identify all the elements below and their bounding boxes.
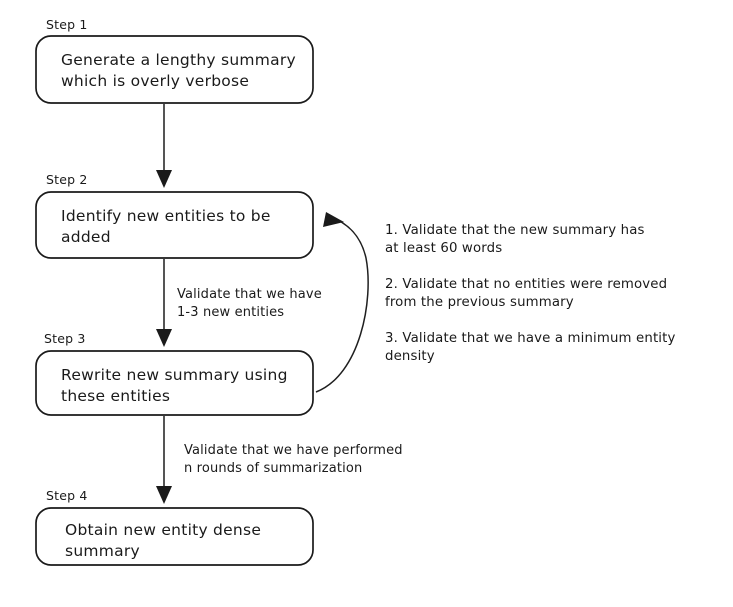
step-label-2: Step 2 [46, 172, 88, 187]
validation-item-1: 1. Validate that the new summary has at … [385, 223, 645, 257]
step-label-1: Step 1 [46, 17, 88, 32]
node-text-step-1: Generate a lengthy summary which is over… [61, 51, 296, 91]
arrow-head-feedback-to-step2 [323, 212, 344, 227]
step-label-3: Step 3 [44, 331, 86, 346]
step-label-4: Step 4 [46, 488, 88, 503]
arrow-head-step2-to-step3 [156, 329, 172, 347]
validation-item-2: 2. Validate that no entities were remove… [385, 277, 668, 311]
node-box-step-3[interactable] [35, 350, 314, 416]
validation-item-3: 3. Validate that we have a minimum entit… [385, 331, 676, 365]
arrow-head-step3-to-step4 [156, 486, 172, 504]
arrow-head-step1-to-step2 [156, 170, 172, 188]
node-box-step-4[interactable] [35, 507, 314, 566]
node-text-step-2: Identify new entities to be added [61, 207, 271, 247]
edge-label-step3-step4: Validate that we have performed n rounds… [184, 443, 403, 476]
edge-step3-to-step2-feedback [315, 216, 369, 393]
node-box-step-1[interactable] [35, 35, 314, 104]
node-text-step-4: Obtain new entity dense summary [65, 521, 262, 561]
edge-label-step2-step3: Validate that we have 1-3 new entities [177, 287, 322, 320]
node-text-step-3: Rewrite new summary using these entities [61, 366, 288, 406]
node-box-step-2[interactable] [35, 191, 314, 259]
